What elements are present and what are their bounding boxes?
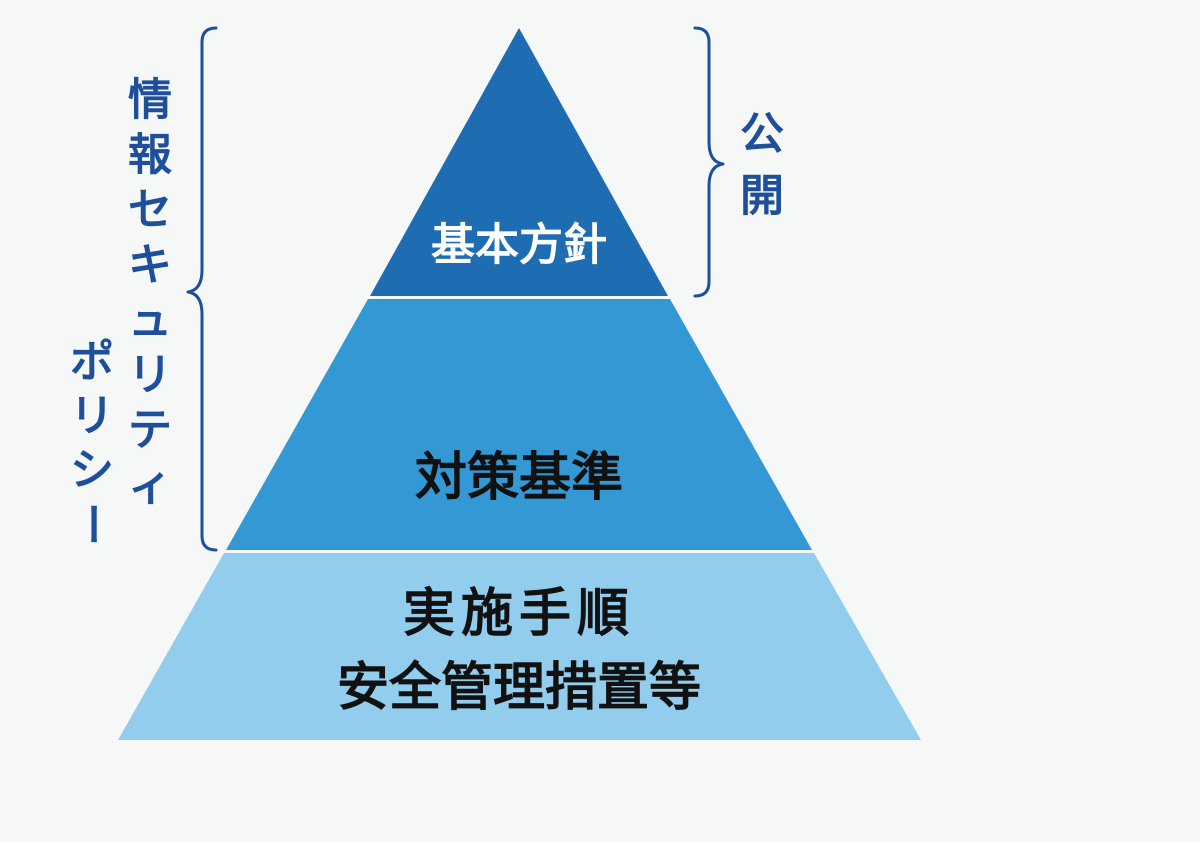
pyramid-top-tier <box>370 28 668 296</box>
pyramid-middle-tier <box>226 299 812 550</box>
right-curly-bracket <box>693 26 725 298</box>
pyramid-bottom-tier <box>118 553 921 740</box>
vertical-char: キ <box>128 240 172 291</box>
vertical-char: 情 <box>128 75 172 126</box>
right-bracket-group: 公開 <box>693 26 784 298</box>
vertical-char: 報 <box>128 130 172 181</box>
vertical-char: ィ <box>128 460 172 511</box>
vertical-char: セ <box>128 185 172 236</box>
vertical-char: ー <box>67 502 118 546</box>
left-curly-bracket <box>186 26 218 552</box>
right-label-public: 公開 <box>740 109 784 222</box>
tier-label-safety-management-measures: 安全管理措置等 <box>337 658 701 718</box>
tier-label-basic-policy: 基本方針 <box>431 220 607 271</box>
vertical-char: 公 <box>740 109 784 160</box>
vertical-char: ポ <box>70 337 114 388</box>
vertical-char: テ <box>128 405 172 456</box>
tier-label-countermeasure-standards: 対策基準 <box>415 448 623 508</box>
tier-label-implementation-procedures: 実施手順 <box>403 584 635 644</box>
vertical-char: 開 <box>740 171 784 222</box>
vertical-char: ュ <box>128 295 172 346</box>
vertical-char: リ <box>70 391 114 442</box>
vertical-char: リ <box>128 350 172 401</box>
pyramid: 基本方針 対策基準 実施手順 安全管理措置等 <box>118 28 921 740</box>
vertical-char: シ <box>70 445 114 496</box>
